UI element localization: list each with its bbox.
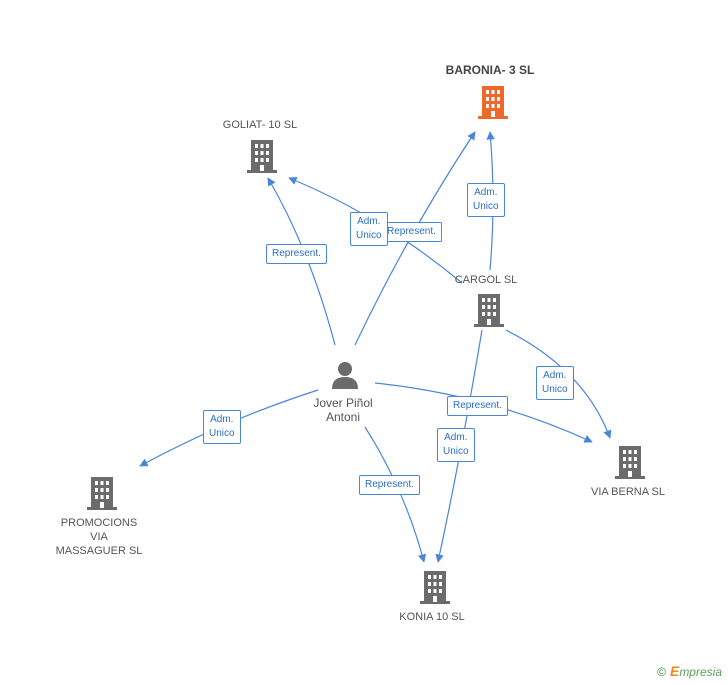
node-label-viaberna[interactable]: VIA BERNA SL <box>591 486 665 498</box>
edge-label-adm-unico: Adm. Unico <box>467 183 505 217</box>
node-label-promocions[interactable]: PROMOCIONS VIA MASSAGUER SL <box>55 517 143 557</box>
node-label-person[interactable]: Jover Piñol Antoni <box>313 396 373 424</box>
brand-initial: E <box>669 663 680 679</box>
edge-label-adm-unico: Adm. Unico <box>437 428 475 462</box>
edge-label-adm-unico: Adm. Unico <box>350 212 388 246</box>
person-icon[interactable] <box>330 360 360 395</box>
building-icon[interactable] <box>419 569 451 610</box>
node-label-konia[interactable]: KONIA 10 SL <box>399 611 465 623</box>
building-icon[interactable] <box>477 84 509 125</box>
building-icon[interactable] <box>473 292 505 333</box>
edge-label-represent: Represent. <box>447 396 508 416</box>
node-label-goliat[interactable]: GOLIAT- 10 SL <box>222 119 298 131</box>
building-icon[interactable] <box>246 138 278 179</box>
copyright-symbol: © <box>657 665 666 679</box>
building-icon[interactable] <box>614 444 646 485</box>
brand-name: mpresia <box>679 665 722 679</box>
building-icon[interactable] <box>86 475 118 516</box>
node-label-baronia[interactable]: BARONIA- 3 SL <box>445 63 535 77</box>
edge-label-represent: Represent. <box>266 244 327 264</box>
edge-label-represent: Represent. <box>359 475 420 495</box>
edge-label-adm-unico: Adm. Unico <box>203 410 241 444</box>
node-label-cargol[interactable]: CARGOL SL <box>454 274 518 286</box>
brand-watermark: ©Empresia <box>657 663 722 679</box>
edge-label-adm-unico: Adm. Unico <box>536 366 574 400</box>
edge-label-represent: Represent. <box>381 222 442 242</box>
